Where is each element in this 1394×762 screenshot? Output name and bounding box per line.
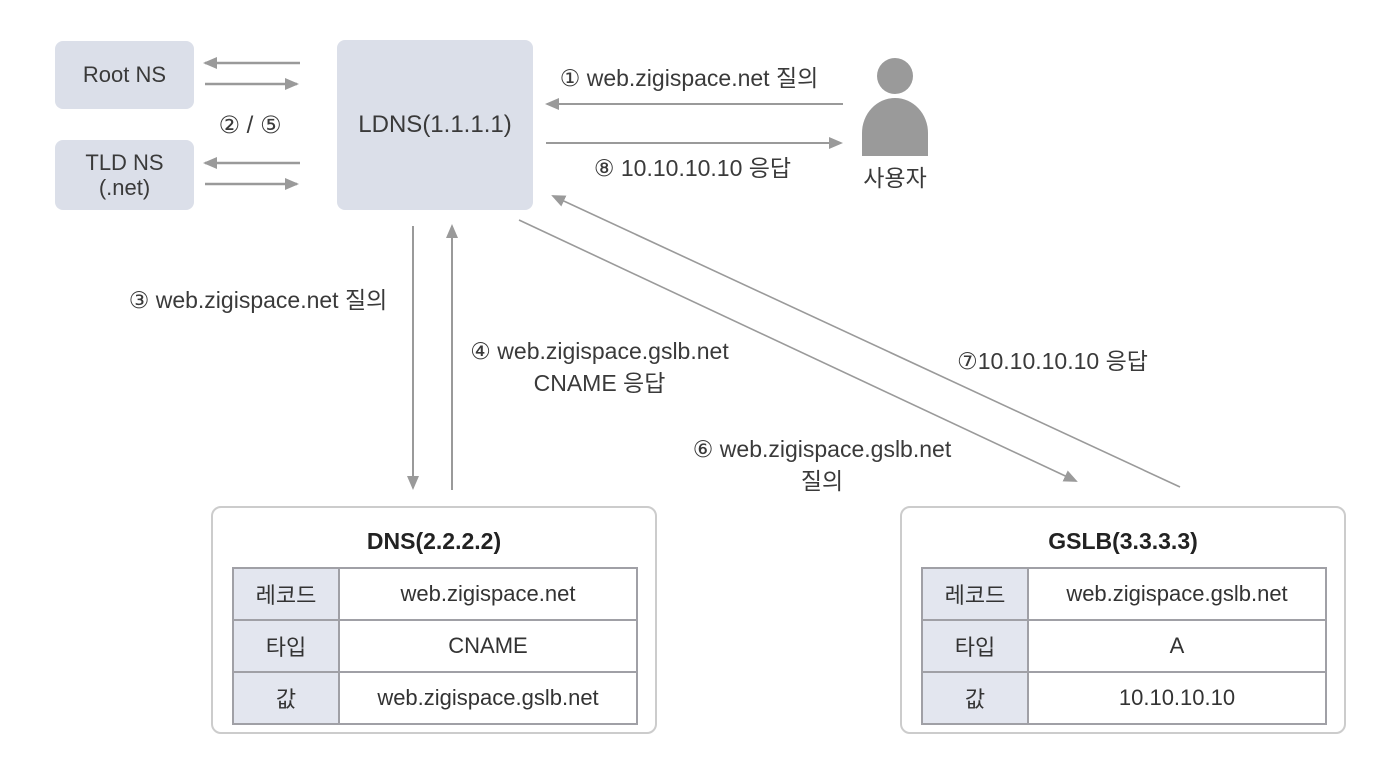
arrow-step7-answer [551,195,1181,488]
edge-label-step1: ① web.zigispace.net 질의 [559,65,819,91]
dns-record-table-group: DNS(2.2.2.2) 레코드 web.zigispace.net 타입 CN… [211,506,657,734]
user-icon [862,58,928,156]
gslb-table-title: GSLB(3.3.3.3) [1048,528,1198,554]
gslb-record-table-group: GSLB(3.3.3.3) 레코드 web.zigispace.gslb.net… [900,506,1346,734]
gslb-row2-label: 값 [921,671,1029,725]
edge-label-step7: ⑦10.10.10.10 응답 [957,348,1148,374]
gslb-row1-value: A [1027,619,1327,673]
edge-label-step6-line2: 질의 [800,468,844,494]
node-ldns: LDNS(1.1.1.1) [337,40,533,210]
table-row: 값 10.10.10.10 [921,671,1327,725]
node-tld-ns-sublabel: (.net) [98,175,151,200]
node-ldns-label: LDNS(1.1.1.1) [358,111,512,139]
node-tld-ns-label: TLD NS [85,149,164,175]
gslb-row1-label: 타입 [921,619,1029,673]
edge-label-step6: ⑥ web.zigispace.gslb.net 질의 [667,433,977,497]
edge-label-step6-line1: ⑥ web.zigispace.gslb.net [692,436,952,462]
dns-row0-label: 레코드 [232,567,340,621]
dns-row2-label: 값 [232,671,340,725]
dns-row0-value: web.zigispace.net [338,567,638,621]
table-row: 값 web.zigispace.gslb.net [232,671,638,725]
table-row: 레코드 web.zigispace.gslb.net [921,567,1327,621]
table-row: 타입 A [921,619,1327,673]
dns-record-table: 레코드 web.zigispace.net 타입 CNAME 값 web.zig… [232,567,638,725]
edge-label-step2-5: ② / ⑤ [218,112,282,139]
dns-row1-label: 타입 [232,619,340,673]
edge-label-step8: ⑧ 10.10.10.10 응답 [593,155,792,181]
dns-table-title: DNS(2.2.2.2) [366,528,502,554]
edge-label-step4-line2: CNAME 응답 [533,370,666,396]
dns-row2-value: web.zigispace.gslb.net [338,671,638,725]
arrow-step6-query [518,219,1078,482]
edge-label-step3: ③ web.zigispace.net 질의 [128,287,388,313]
dns-row1-value: CNAME [338,619,638,673]
gslb-row0-value: web.zigispace.gslb.net [1027,567,1327,621]
gslb-record-table: 레코드 web.zigispace.gslb.net 타입 A 값 10.10.… [921,567,1327,725]
gslb-row2-value: 10.10.10.10 [1027,671,1327,725]
node-tld-ns: TLD NS (.net) [55,140,194,210]
edge-label-step4-line1: ④ web.zigispace.gslb.net [470,338,729,364]
gslb-row0-label: 레코드 [921,567,1029,621]
table-row: 레코드 web.zigispace.net [232,567,638,621]
node-root-ns-label: Root NS [82,62,167,88]
table-row: 타입 CNAME [232,619,638,673]
node-root-ns: Root NS [55,41,194,109]
edge-label-step4: ④ web.zigispace.gslb.net CNAME 응답 [447,335,752,399]
user-label: 사용자 [863,165,927,191]
